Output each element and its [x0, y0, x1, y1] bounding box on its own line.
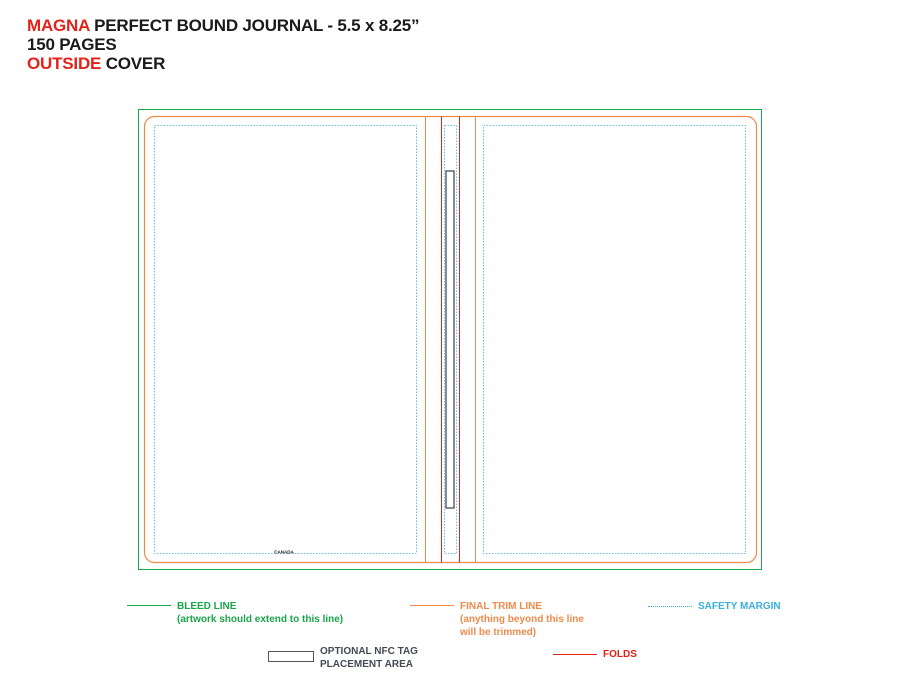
heading-brand: MAGNA [27, 16, 90, 35]
legend-safety-margin: SAFETY MARGIN [698, 600, 781, 613]
trim-line-note-2: will be trimmed) [460, 627, 537, 638]
trim-line-title: FINAL TRIM LINE [460, 601, 543, 612]
nfc-tag-title-2: PLACEMENT AREA [320, 659, 413, 670]
legend-bleed-line: BLEED LINE (artwork should extend to thi… [177, 600, 343, 626]
heading-cover: COVER [101, 54, 166, 73]
bleed-line-rect [138, 109, 762, 570]
folds-swatch [553, 654, 597, 655]
legend-folds: FOLDS [603, 648, 637, 661]
safety-margin-swatch [648, 606, 692, 607]
nfc-tag-placement-area [445, 170, 455, 509]
bleed-line-swatch [127, 605, 171, 606]
back-cover-safety-margin [154, 125, 417, 554]
bleed-line-note: (artwork should extend to this line) [177, 614, 344, 625]
trim-line-rect [143, 115, 758, 564]
trim-line-swatch [410, 605, 454, 606]
heading-line-2: 150 PAGES [27, 35, 117, 54]
legend-trim-line: FINAL TRIM LINE (anything beyond this li… [460, 600, 584, 639]
template-heading: MAGNA PERFECT BOUND JOURNAL - 5.5 x 8.25… [27, 16, 420, 73]
nfc-tag-swatch [268, 651, 314, 662]
heading-product: PERFECT BOUND JOURNAL - 5.5 x 8.25” [89, 16, 420, 35]
nfc-tag-title-1: OPTIONAL NFC TAG [320, 646, 418, 657]
front-cover-safety-margin [483, 125, 746, 554]
back-cover-label: CANADA [274, 550, 294, 555]
safety-margin-title: SAFETY MARGIN [698, 601, 781, 612]
spine-safety-margin [444, 125, 457, 554]
bleed-line-title: BLEED LINE [177, 601, 237, 612]
legend-nfc-tag: OPTIONAL NFC TAG PLACEMENT AREA [320, 645, 418, 671]
heading-line-3: OUTSIDE COVER [27, 54, 419, 73]
heading-side: OUTSIDE [27, 54, 102, 73]
folds-title: FOLDS [603, 649, 637, 660]
trim-line-note-1: (anything beyond this line [460, 614, 584, 625]
heading-line-1: MAGNA PERFECT BOUND JOURNAL - 5.5 x 8.25… [27, 16, 420, 35]
